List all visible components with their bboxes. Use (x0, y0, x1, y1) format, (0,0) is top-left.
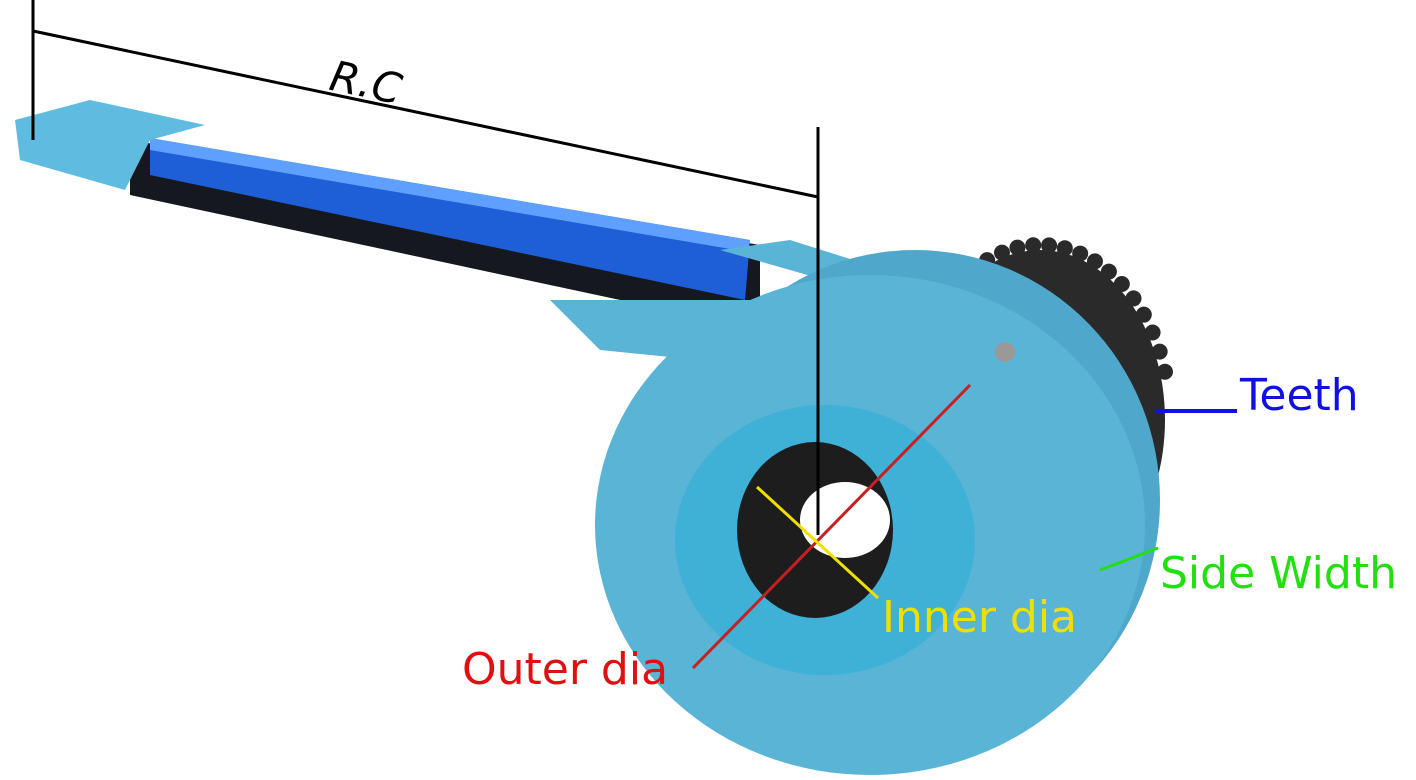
sprocket-tooth (1135, 306, 1152, 323)
sprocket-tooth (1056, 240, 1073, 257)
sprocket-tooth (1009, 239, 1026, 256)
sprocket-tooth (993, 244, 1010, 261)
teeth-label: Teeth (1240, 370, 1359, 421)
outer-dia-line (691, 383, 972, 670)
sprocket-tooth (1041, 237, 1058, 254)
inner-dia-label: Inner dia (882, 592, 1078, 643)
side-width-label: Side Width (1160, 548, 1397, 599)
arm (15, 100, 760, 360)
sprocket-tooth (1100, 263, 1117, 280)
sprocket-tooth (1113, 275, 1130, 292)
rc-dimension-line (32, 29, 819, 199)
sprocket-tooth (1156, 363, 1173, 380)
sprocket-tooth (1025, 237, 1042, 254)
outer-dia-label: Outer dia (462, 644, 669, 695)
sprocket-tooth (1086, 253, 1103, 270)
disc (595, 240, 1160, 775)
sprocket-tooth (1125, 290, 1142, 307)
inner-dia-line (755, 485, 880, 600)
sprocket-tooth (1144, 324, 1161, 341)
sprocket-tooth (1072, 245, 1089, 262)
side-width-leader (1099, 546, 1159, 572)
sprocket-tooth (1151, 343, 1168, 360)
